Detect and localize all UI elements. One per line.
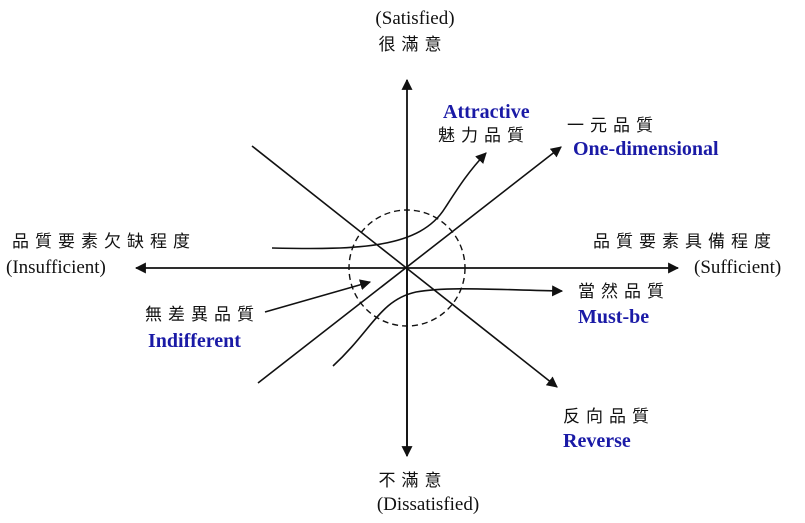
indifferent-label-zh: 無差異品質 [145, 305, 260, 325]
reverse-label-en: Reverse [563, 430, 631, 452]
sufficient-label-en: (Sufficient) [694, 257, 781, 278]
one-dimensional-label-zh: 一元品質 [567, 116, 659, 136]
insufficient-label-en: (Insufficient) [6, 257, 106, 278]
must-be-label-zh: 當然品質 [578, 282, 670, 302]
must-be-label-en: Must-be [578, 306, 649, 328]
attractive-label-zh: 魅力品質 [438, 126, 530, 146]
sufficient-label-zh: 品質要素具備程度 [593, 232, 777, 252]
insufficient-label-zh: 品質要素欠缺程度 [12, 232, 196, 252]
attractive-label-en: Attractive [443, 101, 530, 123]
one-dimensional-label-en: One-dimensional [573, 138, 719, 160]
one-dimensional-curve [257, 146, 562, 384]
indifferent-label-en: Indifferent [148, 330, 241, 352]
must-be-curve [332, 285, 564, 367]
reverse-curve [251, 145, 558, 388]
reverse-label-zh: 反向品質 [563, 407, 655, 427]
dissatisfied-label-en: (Dissatisfied) [377, 494, 479, 515]
satisfied-label-en: (Satisfied) [375, 8, 454, 29]
neutral-zone-circle [348, 209, 466, 327]
satisfied-label-zh: 很滿意 [379, 35, 448, 55]
attractive-curve [271, 152, 487, 250]
indifferent-pointer [264, 279, 372, 313]
dissatisfied-label-zh: 不滿意 [379, 471, 448, 491]
